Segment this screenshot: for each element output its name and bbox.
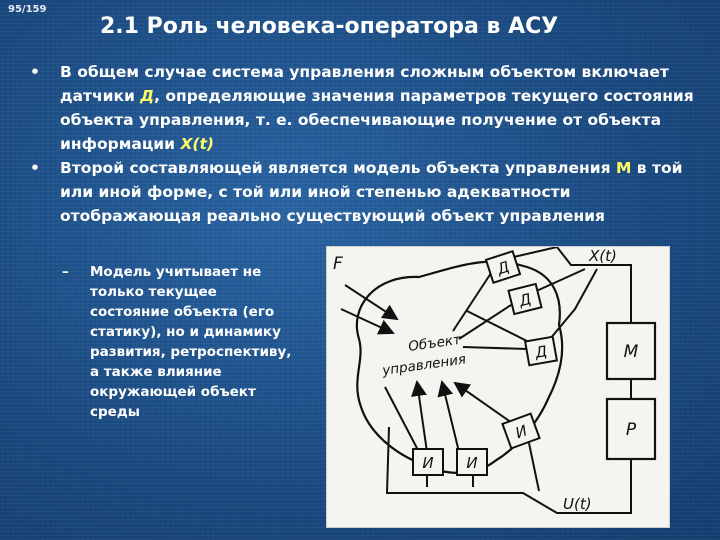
- sub-bullet-dash: –: [62, 264, 69, 280]
- actuator-arrow: [437, 380, 460, 453]
- bullet-text: , определяющие значения параметров текущ…: [60, 87, 694, 153]
- control-system-diagram: Д Д Д И И И М Р F X(t): [326, 246, 670, 528]
- disturbance-arrow: [344, 284, 399, 321]
- svg-text:Д: Д: [533, 342, 549, 362]
- sensor-block: Д: [507, 282, 543, 316]
- sensor-link: [458, 304, 512, 340]
- disturbance-arrow: [340, 308, 395, 335]
- bullet-text: В общем случае система управления сложны…: [60, 63, 669, 105]
- page-number: 95/159: [8, 4, 47, 15]
- model-block: М: [605, 321, 657, 381]
- sensor-term: Д: [140, 87, 155, 105]
- svg-text:И: И: [466, 454, 477, 472]
- svg-text:М: М: [624, 342, 639, 362]
- bullet-item-sensors: • В общем случае система управления сложн…: [28, 60, 708, 156]
- object-label-line2: управления: [380, 351, 467, 379]
- sensor-link: [452, 266, 496, 332]
- bullet-dot: •: [30, 159, 40, 177]
- object-boundary: [355, 260, 564, 474]
- bullet-text: Второй составляющей является модель объе…: [60, 159, 616, 177]
- sensor-block: Д: [484, 250, 522, 284]
- control-line: [385, 426, 632, 514]
- actuator-link: [384, 386, 420, 453]
- svg-text:И: И: [422, 454, 433, 472]
- control-line: [528, 442, 540, 492]
- actuator-block: И: [412, 448, 444, 476]
- sub-bullet-text: Модель учитывает не только текущее состо…: [90, 264, 292, 420]
- state-output-label: X(t): [588, 247, 617, 265]
- svg-text:Р: Р: [626, 420, 637, 440]
- object-label-line1: Объект: [407, 332, 463, 355]
- information-symbol: X(t): [180, 135, 214, 153]
- bullet-item-model: • Второй составляющей является модель объ…: [28, 156, 708, 228]
- information-line: [504, 247, 632, 323]
- bullet-dot: •: [30, 63, 40, 81]
- information-line: [544, 268, 598, 346]
- actuator-block: И: [456, 448, 488, 476]
- model-term: М: [615, 159, 632, 177]
- slide-title: 2.1 Роль человека-оператора в АСУ: [100, 14, 559, 39]
- sensor-link: [466, 310, 528, 342]
- disturbance-label: F: [333, 254, 343, 274]
- actuator-block: И: [501, 412, 541, 450]
- bullet-list: • В общем случае система управления сложн…: [28, 60, 708, 228]
- controller-block: Р: [605, 397, 657, 461]
- svg-text:Д: Д: [494, 257, 512, 278]
- sensor-link: [462, 346, 528, 350]
- sensor-block: Д: [523, 335, 559, 367]
- sub-bullet: – Модель учитывает не только текущее сос…: [62, 262, 292, 422]
- actuator-arrow: [453, 381, 516, 426]
- svg-text:Д: Д: [516, 290, 533, 311]
- bullet-text: в той или иной форме, с той или иной сте…: [60, 159, 683, 225]
- control-signal-label: U(t): [563, 495, 592, 513]
- actuator-arrow: [411, 380, 428, 453]
